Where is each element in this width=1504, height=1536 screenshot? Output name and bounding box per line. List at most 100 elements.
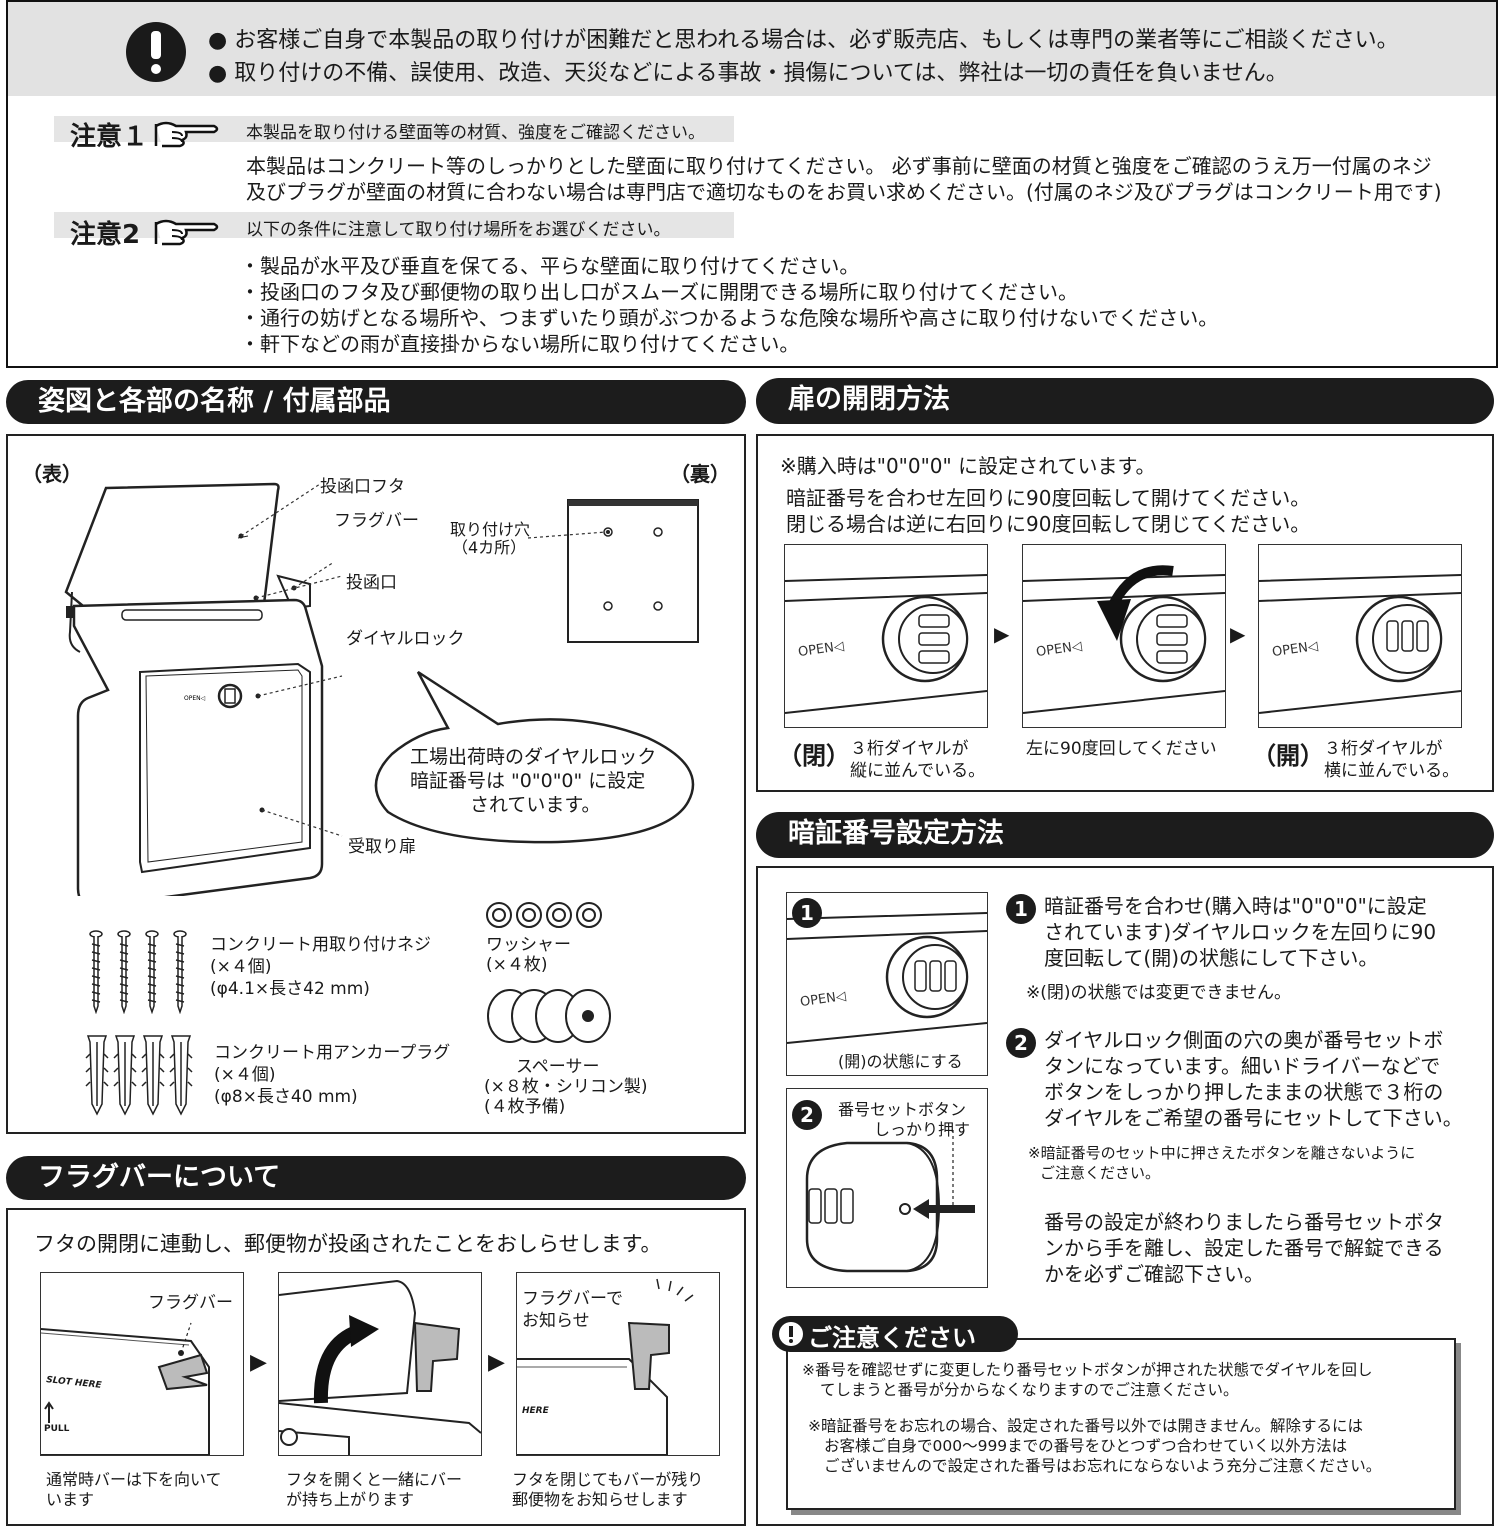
svg-text:OPEN◁: OPEN◁	[184, 695, 206, 702]
caution2-item: ・軒下などの雨が直接掛からない場所に取り付けてください。	[240, 332, 800, 356]
mailbox-back-drawing	[528, 499, 699, 643]
exclamation-icon	[126, 22, 186, 82]
notice-p2-line-3: ございませんので設定された番号はお忘れにならないよう充分ご注意ください。	[824, 1457, 1382, 1475]
step1-badge: 1	[1006, 894, 1036, 924]
arrow-right-icon: ▶	[488, 1350, 505, 1375]
step2-line-1: ダイヤルロック側面の穴の奥が番号セットボ	[1044, 1028, 1444, 1052]
code-step2-image	[786, 1088, 988, 1288]
holes-label-2: （4カ所）	[452, 538, 527, 557]
final-line-2: ンから手を離し、設定した番号で解錠できる	[1044, 1236, 1444, 1260]
screw-label-3: (φ4.1×長さ42 mm)	[210, 979, 370, 999]
door-panel: ※購入時は"0"0"0" に設定されています。 暗証番号を合わせ左回りに90度回…	[756, 434, 1494, 792]
flag-image-3	[516, 1272, 720, 1456]
warning-header	[8, 2, 1496, 96]
set-button-label-1: 番号セットボタン	[838, 1100, 967, 1119]
notice-box	[786, 1338, 1456, 1510]
flag-caption-2b: が持ち上がります	[286, 1490, 415, 1509]
dial-open-image	[1258, 544, 1462, 728]
notice-title: ご注意ください	[808, 1324, 976, 1352]
caution2-item: ・通行の妨げとなる場所や、つまずいたり頭がぶつかるような危険な場所や高さに取り付…	[240, 306, 1219, 330]
step2-badge: 2	[1006, 1028, 1036, 1058]
open-caption-2: 横に並んでいる。	[1324, 761, 1460, 781]
closed-caption-2: 縦に並んでいる。	[850, 761, 986, 781]
front-label: （表）	[22, 462, 82, 486]
flagbar-label: フラグバー	[334, 511, 419, 531]
dial-turning-image	[1022, 544, 1226, 728]
speech-bubble	[374, 670, 695, 844]
flag-caption-3b: 郵便物をお知らせします	[512, 1490, 688, 1509]
here-text: HERE	[522, 1406, 549, 1416]
mailbox-front-drawing: OPEN◁	[64, 482, 343, 896]
caution1-body-2: 及びプラグが壁面の材質に合わない場合は専門店で適切なものをお買い求めください。(…	[246, 180, 1442, 204]
open-caption-1: ３桁ダイヤルが	[1324, 739, 1443, 759]
step-number: 2	[1006, 1028, 1036, 1058]
flag-title: フラグバーについて	[6, 1156, 746, 1200]
warning-line-1: ● お客様ご自身で本製品の取り付けが困難だと思われる場合は、必ず販売店、もしくは…	[208, 28, 1399, 53]
code-step1-image	[786, 892, 988, 1076]
pointing-hand-icon	[154, 219, 219, 246]
notice-title-pill	[772, 1316, 1018, 1352]
caution1-label: 注意１	[70, 122, 149, 152]
door-note: ※購入時は"0"0"0" に設定されています。	[780, 454, 1156, 478]
flag-caption-1a: 通常時バーは下を向いて	[46, 1470, 222, 1489]
back-label: （裏）	[670, 462, 730, 486]
step1-line-1: 暗証番号を合わせ(購入時は"0"0"0"に設定	[1044, 894, 1427, 918]
flag-intro: フタの開閉に連動し、郵便物が投函されたことをおしらせします。	[34, 1232, 662, 1256]
step1-note: ※(閉)の状態では変更できません。	[1026, 983, 1291, 1003]
step2-image-badge: 2	[792, 1100, 822, 1130]
closed-tag: （閉）	[778, 742, 850, 770]
step-number: 1	[1006, 894, 1036, 924]
parts-panel: （表） （裏） OPEN◁ 投函口フタ フラグバー 投函口 ダイヤルロック 受取…	[6, 434, 746, 1134]
plug-label-2: (×４個)	[214, 1065, 276, 1085]
warning-box: ● お客様ご自身で本製品の取り付けが困難だと思われる場合は、必ず販売店、もしくは…	[6, 0, 1498, 368]
bubble-line-3: されています。	[470, 794, 601, 816]
code-step1-image-caption: (開)の状態にする	[838, 1052, 963, 1071]
spacer-label-1: スペーサー	[516, 1057, 600, 1077]
step1-line-3: 度回転して(開)の状態にして下さい。	[1044, 946, 1379, 970]
screw-label-2: (×４個)	[210, 957, 272, 977]
spacer-label-2: (×８枚・シリコン製)	[484, 1077, 648, 1097]
caution2-item: ・投函口のフタ及び郵便物の取り出し口がスムーズに開閉できる場所に取り付けてくださ…	[240, 280, 1078, 304]
screw-icons	[89, 930, 187, 1014]
flag-panel: フタの開閉に連動し、郵便物が投函されたことをおしらせします。 フラグバー SLO…	[6, 1208, 746, 1526]
step2-note-1: ※暗証番号のセット中に押さえたボタンを離さないように	[1028, 1144, 1416, 1162]
door-line-2: 閉じる場合は逆に右回りに90度回転して閉じてください。	[786, 512, 1311, 536]
arrow-right-icon: ▶	[994, 622, 1010, 646]
set-button-label-2: しっかり押す	[874, 1120, 971, 1139]
flag-image-1-label: フラグバー	[148, 1293, 233, 1313]
caution2-heading: 以下の条件に注意して取り付け場所をお選びください。	[246, 220, 671, 240]
step1-image-badge: 1	[792, 898, 822, 928]
door-title: 扉の開閉方法	[756, 378, 1494, 424]
pull-text: PULL	[44, 1424, 70, 1434]
plug-label-1: コンクリート用アンカープラグ	[214, 1043, 451, 1063]
warning-line-2: ● 取り付けの不備、誤使用、改造、天災などによる事故・損傷については、弊社は一切…	[208, 61, 1288, 86]
caution2-label: 注意2	[70, 220, 141, 250]
pointing-hand-icon	[154, 121, 219, 148]
closed-caption-1: ３桁ダイヤルが	[850, 739, 969, 759]
notice-p2-line-2: お客様ご自身で000～999までの番号をひとつずつ合わせていく以外方法は	[824, 1437, 1348, 1455]
flag-caption-2a: フタを開くと一緒にバー	[286, 1470, 463, 1489]
anchor-plug-icons	[85, 1035, 193, 1116]
washer-label-1: ワッシャー	[486, 935, 571, 955]
washer-label-2: (×４枚)	[486, 955, 548, 975]
door-line-1: 暗証番号を合わせ左回りに90度回転して開けてください。	[786, 486, 1311, 510]
washer-icons	[486, 902, 602, 928]
dial-closed-image	[784, 544, 988, 728]
screw-label-1: コンクリート用取り付けネジ	[210, 935, 431, 955]
slot-label: 投函口	[346, 573, 397, 593]
final-line-3: かを必ずご確認下さい。	[1044, 1262, 1264, 1286]
step2-line-2: タンになっています。細いドライバーなどで	[1044, 1054, 1441, 1078]
spacer-icons	[487, 989, 611, 1043]
notice-p1-line-1: ※番号を確認せずに変更したり番号セットボタンが押された状態でダイヤルを回し	[802, 1361, 1373, 1379]
flag-image-3-label-2: お知らせ	[522, 1311, 590, 1331]
plug-label-3: (φ8×長さ40 mm)	[214, 1087, 358, 1107]
caution2-item: ・製品が水平及び垂直を保てる、平らな壁面に取り付けてください。	[240, 254, 860, 278]
flag-caption-3a: フタを閉じてもバーが残り	[512, 1470, 704, 1489]
caution1-body-1: 本製品はコンクリート等のしっかりとした壁面に取り付けてください。 必ず事前に壁面…	[246, 154, 1432, 178]
holes-label-1: 取り付け穴	[450, 520, 531, 539]
arrow-right-icon: ▶	[1230, 622, 1246, 646]
flag-image-3-label-1: フラグバーで	[522, 1289, 623, 1309]
step2-note-2: ご注意ください。	[1040, 1164, 1161, 1182]
turn-caption: 左に90度回してください	[1026, 739, 1217, 759]
flag-image-2	[278, 1272, 482, 1456]
